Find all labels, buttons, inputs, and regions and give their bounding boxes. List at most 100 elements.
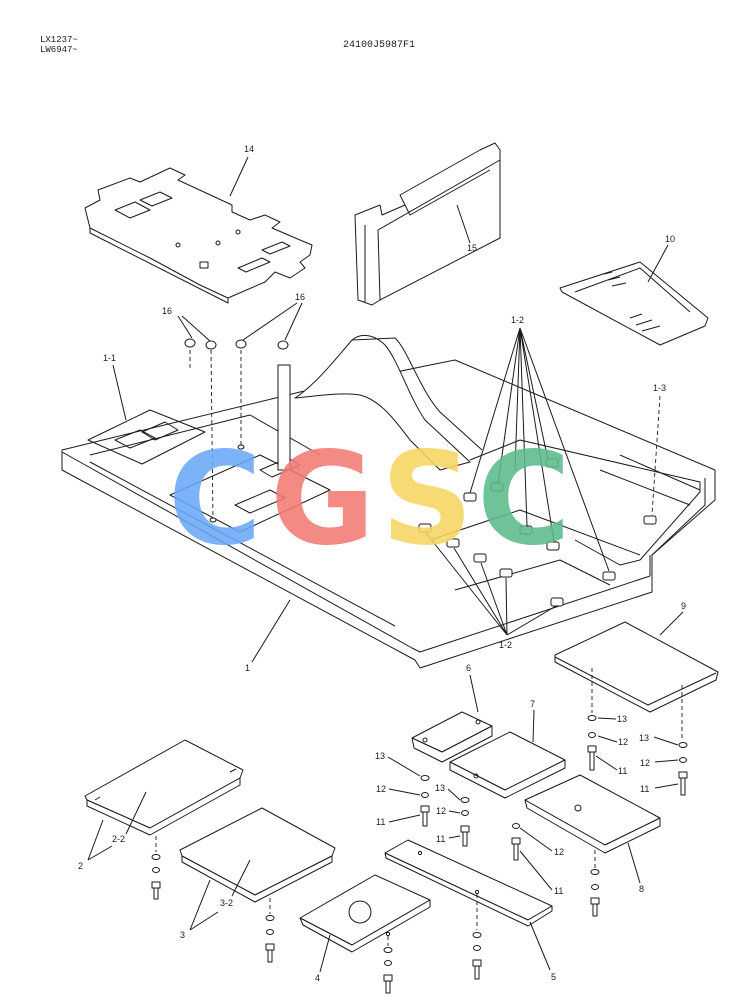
bolt-stack-part-5 xyxy=(472,932,482,980)
flat-washer xyxy=(460,797,470,803)
lock-washer xyxy=(421,792,429,798)
bolt-stack-part-4 xyxy=(383,947,393,994)
vertical-strap xyxy=(277,364,291,471)
model-line-1: LX1237~ xyxy=(40,35,78,45)
plate-outline xyxy=(554,621,719,713)
leader-1-1 xyxy=(112,364,127,421)
stud-hole xyxy=(209,517,217,523)
bolt-stack-part-3 xyxy=(265,915,275,963)
callout-13: 13 xyxy=(375,751,385,761)
part-1-2-pads xyxy=(418,458,657,607)
part-2-plate xyxy=(84,739,244,852)
callout-12: 12 xyxy=(436,806,446,816)
floor-recess-center xyxy=(169,454,331,533)
callout-11: 11 xyxy=(554,886,563,896)
callout-1: 1 xyxy=(245,663,250,673)
flat-washer xyxy=(587,715,597,721)
hex-bolt xyxy=(587,745,597,771)
plate-cutout xyxy=(139,191,173,207)
watermark: C G S C xyxy=(168,425,571,574)
bolt-stack-part-6 xyxy=(420,775,430,827)
leader-bolts-8 xyxy=(519,827,553,891)
plate-cutout xyxy=(114,201,151,219)
cab-mount-hump xyxy=(294,334,471,471)
plate-lip xyxy=(94,768,237,801)
leader-lines xyxy=(87,156,684,973)
leader-16-left xyxy=(177,315,211,342)
nut xyxy=(235,339,247,349)
stud-hole xyxy=(237,444,245,450)
callout-3-2: 3-2 xyxy=(220,898,233,908)
plate-hole xyxy=(235,229,241,235)
part-16-nuts xyxy=(184,338,291,523)
callout-12: 12 xyxy=(376,784,386,794)
flat-washer xyxy=(420,775,430,781)
watermark-letter-1: C xyxy=(168,425,262,574)
callout-2: 2 xyxy=(78,861,83,871)
part-1-floor-frame xyxy=(61,334,716,669)
leader-3-2 xyxy=(231,859,251,897)
plate-outline xyxy=(179,807,336,896)
hump-back-edge xyxy=(351,337,483,451)
bolt-axis xyxy=(591,668,683,740)
callout-11: 11 xyxy=(618,766,627,776)
plate-outline xyxy=(84,167,313,299)
callout-3: 3 xyxy=(180,930,185,940)
watermark-letter-4: C xyxy=(477,425,571,574)
opening-2 xyxy=(141,421,179,441)
hex-bolt xyxy=(420,805,430,827)
leader-bolts-6 xyxy=(387,756,421,823)
callout-15: 15 xyxy=(467,243,477,253)
flat-washer xyxy=(383,947,393,953)
leader-15 xyxy=(456,204,471,244)
leader-1-2-top xyxy=(469,327,610,572)
leader-9 xyxy=(659,611,684,636)
leader-3 xyxy=(189,879,219,931)
hole xyxy=(385,931,391,937)
callout-2-2: 2-2 xyxy=(112,834,125,844)
right-inner-channel xyxy=(429,509,641,591)
part-10-plate xyxy=(559,261,709,346)
part-number: 24100J5987F1 xyxy=(343,40,415,51)
leader-1-2-bottom xyxy=(425,532,557,636)
callout-13: 13 xyxy=(617,714,627,724)
leader-7 xyxy=(532,709,535,743)
floor-inner-rail xyxy=(89,414,396,627)
plate-outline xyxy=(559,261,709,346)
callout-11: 11 xyxy=(436,834,445,844)
callout-1-1: 1-1 xyxy=(103,353,116,363)
callout-9: 9 xyxy=(681,601,686,611)
header: LX1237~ LW6947~ 24100J5987F1 xyxy=(40,35,415,55)
bolt-stack-part-2 xyxy=(151,854,161,900)
leader-bolts-9-right xyxy=(653,736,679,789)
leader-2-2 xyxy=(125,791,147,835)
nut xyxy=(184,338,196,348)
part-6-bracket xyxy=(411,711,493,763)
callout-8: 8 xyxy=(639,884,644,894)
plate-thickness xyxy=(524,799,661,854)
hole xyxy=(473,773,479,779)
plate-thickness xyxy=(449,759,566,799)
grille xyxy=(603,271,661,332)
callout-6: 6 xyxy=(466,663,471,673)
plate-thickness xyxy=(181,855,333,903)
hex-bolt xyxy=(590,897,600,917)
hex-bolt xyxy=(511,837,521,861)
callout-12: 12 xyxy=(554,847,564,857)
plate-hole xyxy=(215,240,221,246)
hole xyxy=(574,804,582,812)
bolt-stack-part-8 xyxy=(511,823,521,861)
plate-thickness xyxy=(89,228,229,304)
flat-washer xyxy=(590,869,600,875)
leader-6 xyxy=(469,674,479,713)
plate-thickness xyxy=(554,656,717,706)
hex-bolt xyxy=(383,974,393,994)
plate-thickness xyxy=(86,777,241,836)
part-14-plate xyxy=(84,167,313,304)
callout-11: 11 xyxy=(376,817,385,827)
pad xyxy=(546,541,560,551)
hole xyxy=(475,719,481,725)
plate-flange xyxy=(384,852,553,927)
right-raised-frame xyxy=(469,439,701,566)
leader-1 xyxy=(251,599,291,663)
